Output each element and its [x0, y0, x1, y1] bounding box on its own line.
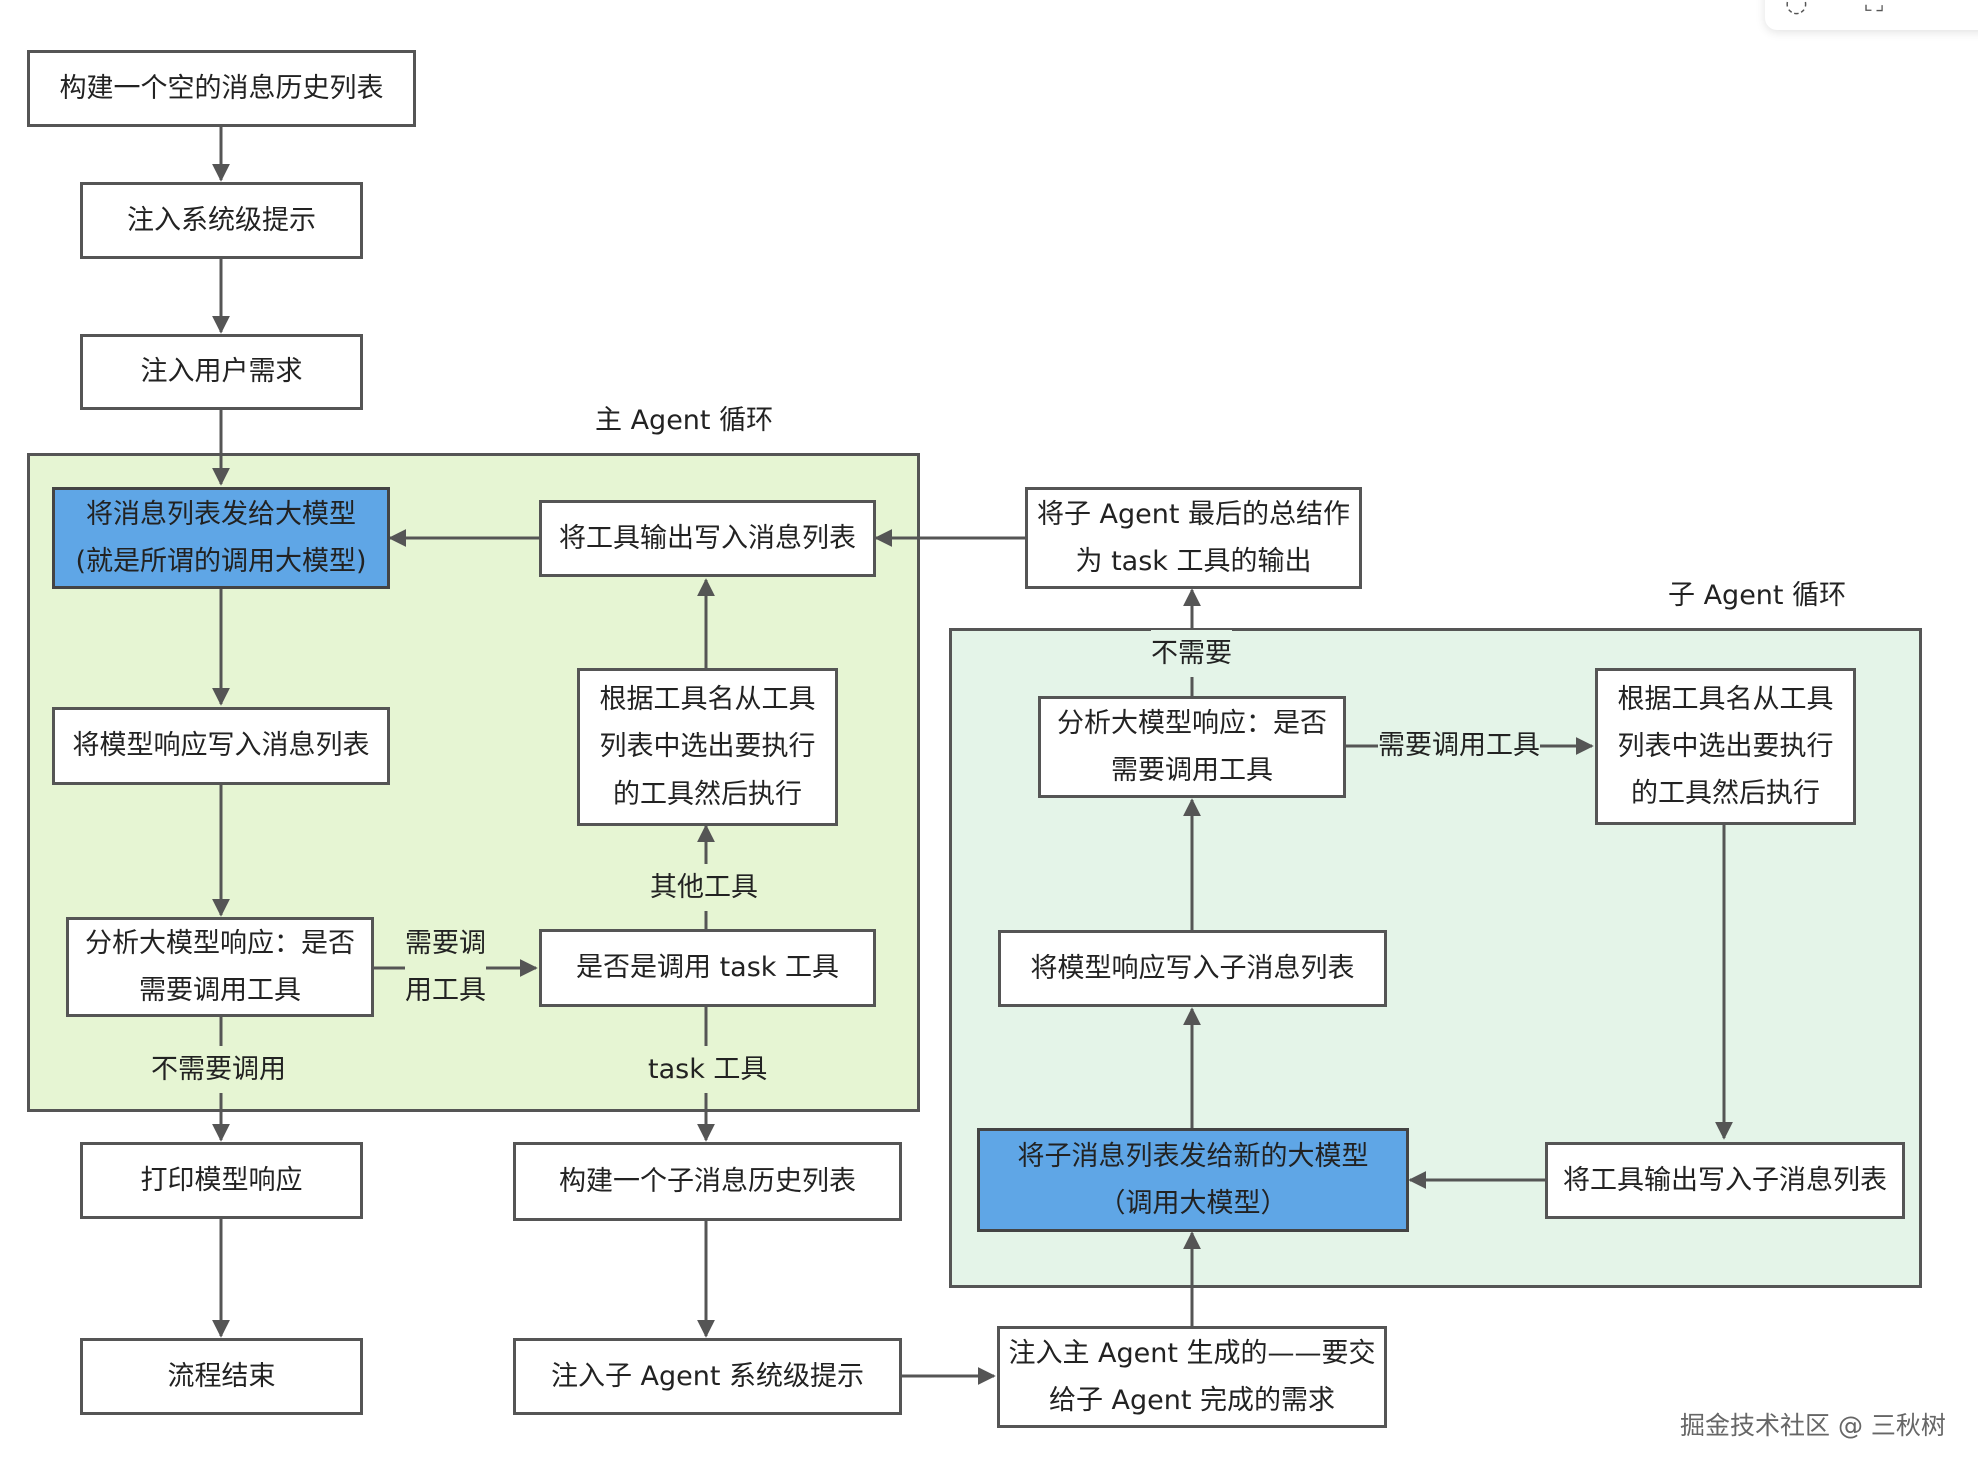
build-empty-history: 构建一个空的消息历史列表	[27, 50, 416, 127]
inject-user-request: 注入用户需求	[80, 334, 363, 410]
write-tool-output-main: 将工具输出写入消息列表	[539, 500, 876, 577]
build-sub-history: 构建一个子消息历史列表	[513, 1142, 902, 1221]
print-response: 打印模型响应	[80, 1142, 363, 1219]
edge-label-no-need-sub: 不需要	[1151, 630, 1232, 678]
sub-agent-loop-title: 子 Agent 循环	[1668, 580, 1847, 611]
copy-icon[interactable]: ◌	[1785, 0, 1808, 18]
send-sub-to-new-llm: 将子消息列表发给新的大模型 （调用大模型）	[977, 1128, 1409, 1232]
edge-label-no-need-main: 不需要调用	[151, 1046, 286, 1094]
analyze-response-sub: 分析大模型响应：是否 需要调用工具	[1038, 696, 1346, 798]
edge-label-need-tool-main: 需要调 用工具	[405, 920, 486, 1015]
toolbar-card: ◌ ⛶	[1765, 0, 1978, 30]
main-agent-loop-title: 主 Agent 循环	[595, 405, 774, 436]
edge-label-need-tool-sub: 需要调用工具	[1378, 722, 1540, 770]
analyze-response-main: 分析大模型响应：是否 需要调用工具	[66, 917, 374, 1017]
inject-system-prompt: 注入系统级提示	[80, 182, 363, 259]
flow-end: 流程结束	[80, 1338, 363, 1415]
inject-sub-system-prompt: 注入子 Agent 系统级提示	[513, 1338, 902, 1415]
edge-label-other-tools: 其他工具	[650, 864, 758, 912]
watermark: 掘金技术社区 @ 三秋树	[1680, 1411, 1946, 1440]
select-tool-sub: 根据工具名从工具 列表中选出要执行 的工具然后执行	[1595, 668, 1856, 825]
write-response-sub: 将模型响应写入子消息列表	[998, 930, 1387, 1007]
write-response-main: 将模型响应写入消息列表	[52, 707, 390, 785]
inject-main-generated-request: 注入主 Agent 生成的——要交 给子 Agent 完成的需求	[997, 1326, 1387, 1428]
send-to-llm: 将消息列表发给大模型 (就是所谓的调用大模型)	[52, 487, 390, 589]
sub-summary-as-task-output: 将子 Agent 最后的总结作 为 task 工具的输出	[1025, 487, 1362, 589]
expand-icon[interactable]: ⛶	[1865, 0, 1884, 18]
select-tool-main: 根据工具名从工具 列表中选出要执行 的工具然后执行	[577, 668, 838, 826]
write-tool-output-sub: 将工具输出写入子消息列表	[1545, 1142, 1905, 1219]
edge-label-task-tool: task 工具	[648, 1046, 768, 1094]
is-task-tool: 是否是调用 task 工具	[539, 929, 876, 1007]
